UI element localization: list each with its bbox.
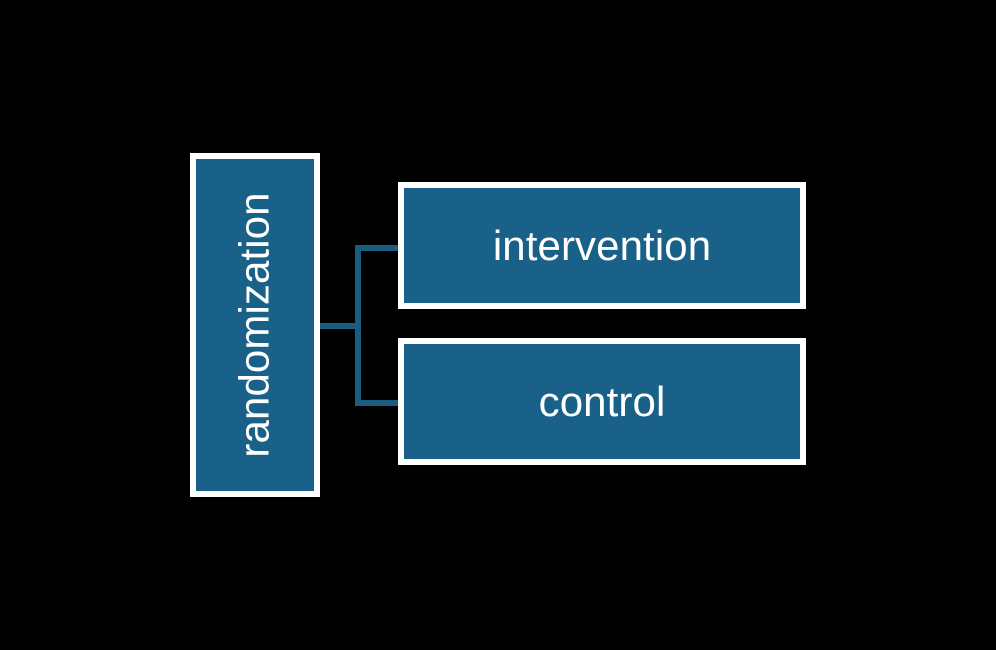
node-control[interactable]: control xyxy=(398,338,806,465)
node-intervention-label: intervention xyxy=(492,221,712,269)
node-control-fill: control xyxy=(404,344,800,459)
connector-arm-intervention xyxy=(355,245,403,251)
node-randomization[interactable]: randomization xyxy=(190,153,320,497)
connector-vertical-spine xyxy=(355,245,361,406)
node-control-label: control xyxy=(538,377,666,425)
node-randomization-label: randomization xyxy=(231,192,278,458)
node-intervention[interactable]: intervention xyxy=(398,182,806,309)
node-randomization-fill: randomization xyxy=(196,159,314,491)
node-intervention-fill: intervention xyxy=(404,188,800,303)
connector-arm-control xyxy=(355,400,403,406)
connector-trunk xyxy=(318,323,361,329)
